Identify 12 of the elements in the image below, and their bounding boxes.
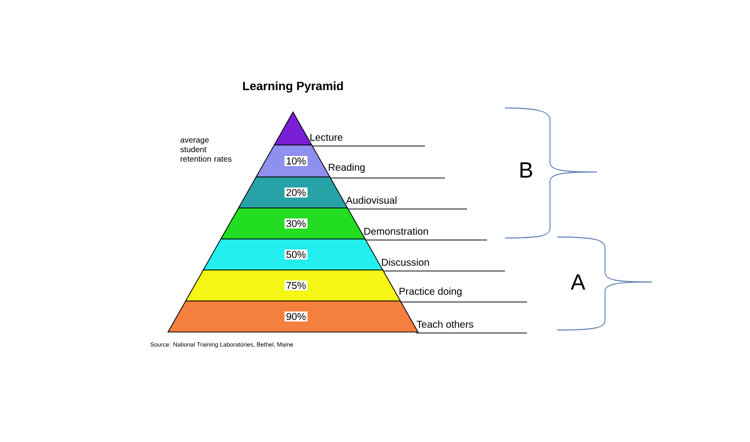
- method-label: Teach others: [416, 320, 474, 328]
- annotation-text: average student retention rates: [180, 138, 232, 162]
- method-label: Audiovisual: [346, 196, 396, 204]
- method-label: Lecture: [310, 134, 342, 141]
- group-letter: A: [570, 274, 586, 290]
- pyramid-band: 50%: [202, 238, 384, 270]
- method-label: Demonstration: [364, 227, 428, 235]
- group-letter: B: [520, 162, 532, 178]
- method-label: Reading: [328, 163, 365, 173]
- method-label: Practice doing: [400, 287, 462, 297]
- method-label: Discussion: [382, 258, 429, 266]
- title: Learning Pyramid: [243, 81, 343, 93]
